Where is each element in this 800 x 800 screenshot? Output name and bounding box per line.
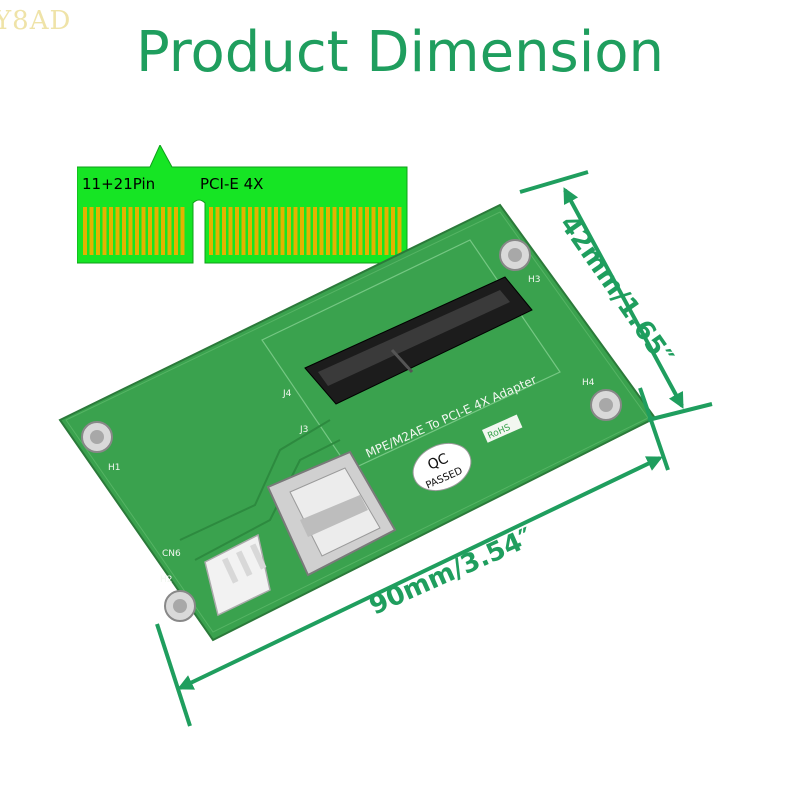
page-title: Product Dimension [135,20,665,85]
gold-fingers [83,207,402,255]
gold-finger [352,207,356,255]
gold-finger [209,207,213,255]
gold-finger [319,207,324,255]
gold-finger [397,207,402,255]
gold-finger [287,207,291,255]
gold-finger [89,207,94,255]
gold-finger [222,207,226,255]
pcie-slot [304,276,533,405]
interface-label: PCI-E 4X [200,175,264,193]
gold-finger [215,207,220,255]
gold-finger [332,207,337,255]
pin-count-label: 11+21Pin [82,175,156,193]
gold-finger [313,207,317,255]
edge-connector-diagram [77,145,408,264]
gold-finger [102,207,107,255]
gold-finger [326,207,330,255]
label-h2: H2 [160,575,173,585]
gold-finger [274,207,278,255]
gold-finger [293,207,298,255]
gold-finger [306,207,311,255]
gold-finger [235,207,239,255]
label-j4: J4 [282,389,292,399]
gold-finger [248,207,252,255]
gold-finger [141,207,146,255]
gold-finger [109,207,113,255]
gold-finger [135,207,139,255]
label-h4: H4 [582,378,595,388]
gold-finger [345,207,350,255]
gold-finger [378,207,382,255]
gold-finger [261,207,265,255]
mount-hole-h1 [81,421,113,453]
gold-finger [174,207,178,255]
watermark: Y8AD [0,6,72,36]
gold-finger [371,207,376,255]
label-cn6: CN6 [162,549,181,559]
label-h1: H1 [108,463,121,473]
mount-hole-h3 [499,239,531,271]
gold-finger [228,207,233,255]
gold-finger [96,207,100,255]
mount-hole-h2 [164,590,196,622]
gold-finger [154,207,159,255]
gold-finger [83,207,87,255]
gold-finger [115,207,120,255]
pcb-board [58,203,657,642]
gold-finger [167,207,172,255]
gold-finger [391,207,395,255]
gold-finger [122,207,126,255]
connector-body [77,145,408,264]
gold-finger [180,207,185,255]
gold-finger [254,207,259,255]
gold-finger [148,207,152,255]
gold-finger [241,207,246,255]
gold-finger [128,207,133,255]
gold-finger [384,207,389,255]
label-j3: J3 [299,425,308,435]
mount-hole-h4 [590,389,622,421]
height-dimension-arrow [519,170,713,422]
gold-finger [300,207,304,255]
gold-finger [358,207,363,255]
gold-finger [280,207,285,255]
gold-finger [365,207,369,255]
gold-finger [267,207,272,255]
gold-finger [339,207,343,255]
label-h3: H3 [528,275,541,285]
gold-finger [161,207,165,255]
